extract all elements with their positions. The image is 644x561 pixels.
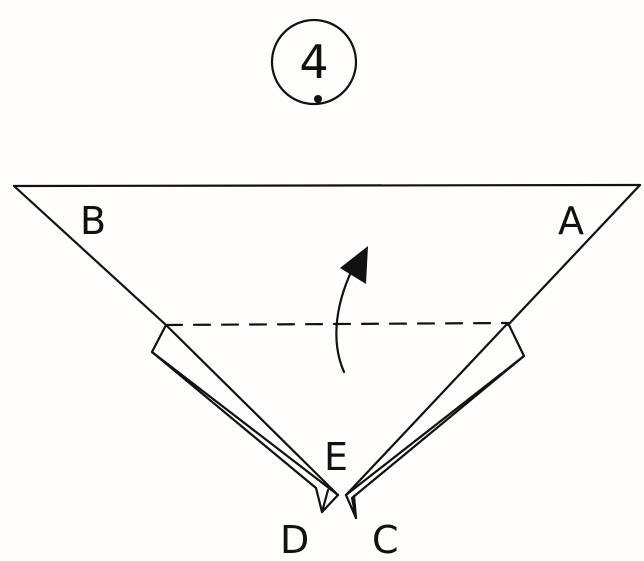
inner-left-edge — [164, 323, 340, 497]
arrow-shaft — [335, 260, 358, 374]
left-flap-tip — [320, 488, 330, 514]
arrow-head — [340, 246, 368, 284]
top-edge — [12, 183, 642, 188]
fold-up-arrow-icon — [335, 246, 368, 374]
label-b: B — [80, 199, 106, 243]
label-e: E — [324, 435, 348, 479]
left-flap — [150, 323, 340, 514]
label-a: A — [558, 199, 584, 243]
lower-section — [164, 321, 510, 497]
right-flap-crease — [344, 354, 526, 497]
right-flap-outline — [344, 321, 526, 520]
right-flap — [344, 321, 526, 520]
step-badge: 4 — [270, 18, 358, 106]
right-flap-tip — [352, 494, 358, 520]
step-circle — [270, 18, 358, 106]
left-flap-outline — [150, 323, 340, 514]
right-upper-edge — [506, 183, 642, 327]
step-number: 4 — [299, 35, 328, 89]
left-upper-edge — [12, 184, 168, 327]
left-flap-crease — [150, 350, 340, 497]
main-triangle — [12, 183, 642, 327]
inner-right-edge — [344, 321, 510, 497]
step-dot — [314, 95, 322, 103]
label-c: C — [372, 518, 399, 561]
label-d: D — [280, 518, 309, 561]
